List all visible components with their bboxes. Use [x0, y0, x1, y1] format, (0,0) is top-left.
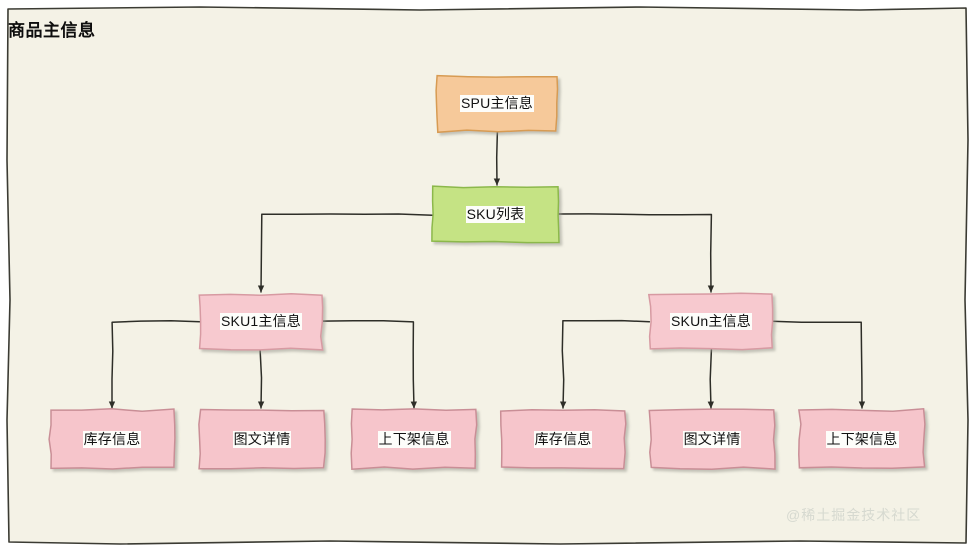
node-box-sku1[interactable]: [198, 292, 324, 351]
edge-layer: [108, 130, 866, 409]
node-box-l5[interactable]: [648, 408, 776, 471]
node-box-l6[interactable]: [798, 407, 926, 470]
edge-sku1-to-l3: [321, 319, 418, 409]
edge-skun-to-l6: [770, 320, 866, 409]
page-title: 商品主信息: [8, 21, 96, 40]
node-box-spu[interactable]: [435, 74, 559, 134]
node-box-l4[interactable]: [499, 408, 627, 470]
edge-spu-to-skulist: [493, 130, 501, 186]
edge-skulist-to-sku1: [257, 213, 434, 293]
node-box-l2[interactable]: [198, 408, 326, 470]
watermark-label: @稀土掘金技术社区: [786, 507, 922, 523]
edge-skulist-to-skun: [557, 213, 715, 293]
node-box-l3[interactable]: [350, 408, 478, 471]
node-box-l1[interactable]: [48, 408, 176, 470]
node-box-skun[interactable]: [647, 292, 774, 351]
edge-skun-to-l5: [707, 349, 715, 409]
node-box-skulist[interactable]: [431, 185, 560, 244]
edge-sku1-to-l2: [257, 349, 265, 409]
edge-sku1-to-l1: [108, 320, 201, 409]
edge-skun-to-l4: [559, 319, 651, 409]
